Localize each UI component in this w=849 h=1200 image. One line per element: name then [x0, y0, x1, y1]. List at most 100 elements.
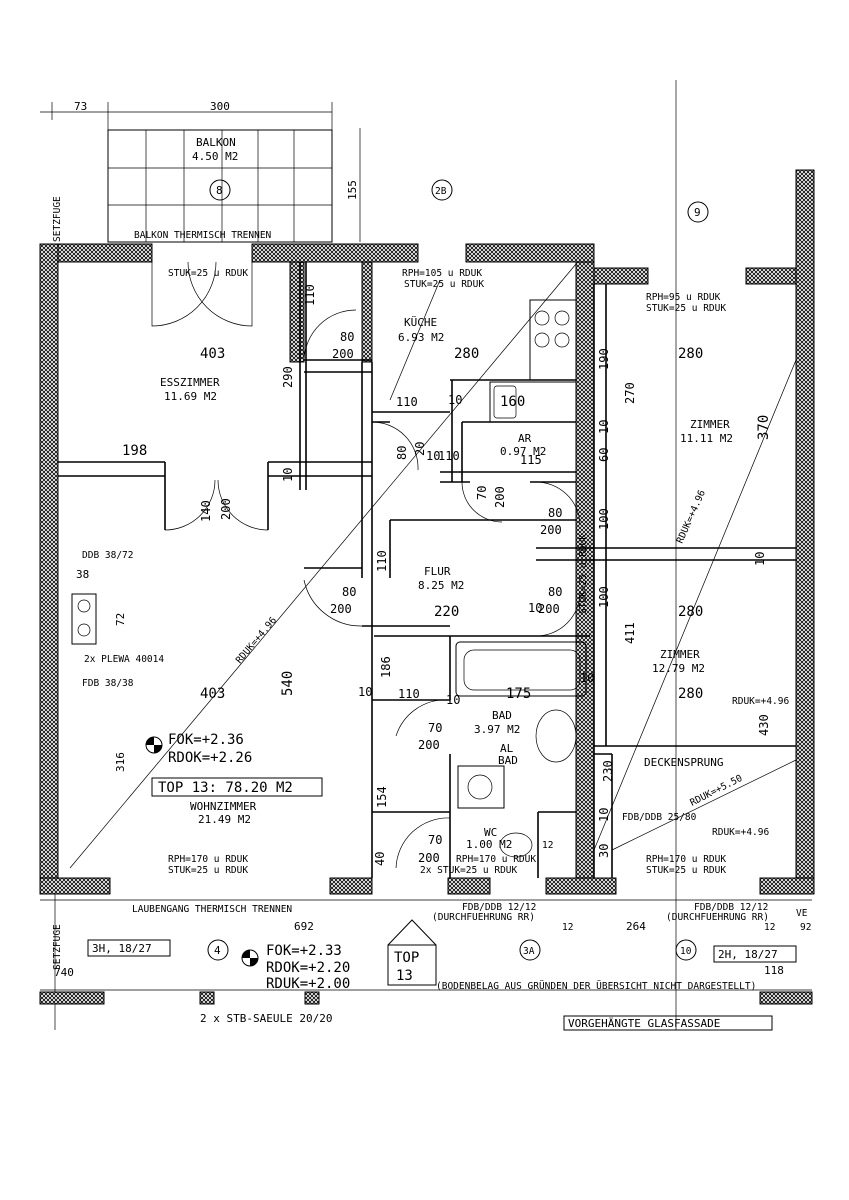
wohnzimmer-area: 21.49 M2	[198, 813, 251, 826]
kitchen-counter	[489, 299, 577, 423]
dim-280z1: 280	[678, 346, 703, 362]
bottom-lines	[39, 80, 813, 1030]
dim-200e: 200	[538, 602, 560, 616]
dim-190: 190	[597, 348, 611, 370]
dim-80a: 80	[340, 330, 354, 344]
note-setzfuge: SETZFUGE	[52, 196, 63, 242]
dim-10g: 10	[597, 420, 611, 434]
outer-rduk: RDUK=+2.00	[266, 976, 350, 992]
top-box-line2: 13	[396, 968, 413, 984]
top-box-line1: TOP	[394, 950, 419, 966]
note-rduk-diag1: RDUK=+4.96	[234, 615, 279, 666]
bathroom-fixtures	[455, 641, 587, 858]
note-rduk-r2: RDUK=+4.96	[712, 827, 769, 838]
ar-name: AR	[518, 432, 532, 445]
dim-370: 370	[756, 415, 772, 440]
dim-316: 316	[114, 752, 127, 772]
room-labels: BALKON 4.50 M2 BALKON THERMISCH TRENNEN …	[134, 136, 733, 851]
bad-area: 3.97 M2	[474, 723, 520, 736]
dim-200g: 200	[418, 738, 440, 752]
kueche-name: KÜCHE	[404, 316, 437, 329]
dim-430: 430	[757, 714, 771, 736]
zimmer1-name: ZIMMER	[690, 418, 730, 431]
level-markers	[145, 736, 259, 967]
dim-280z2: 280	[678, 604, 703, 620]
dim-40: 40	[373, 852, 387, 866]
balkon-name: BALKON	[196, 136, 236, 149]
dim-200h: 200	[418, 851, 440, 865]
note-plewa: 2x PLEWA 40014	[84, 654, 164, 665]
dim-60: 60	[597, 448, 611, 462]
dim-10j: 10	[580, 671, 594, 685]
dim-10e: 10	[358, 685, 372, 699]
note-fdb-ddb3: FDB/DDB 12/12	[694, 902, 768, 913]
dim-10i: 10	[753, 552, 767, 566]
stair-right-box	[713, 945, 797, 963]
bad-al: AL	[500, 742, 514, 755]
dim-110e: 110	[398, 687, 420, 701]
axis-9: 9	[694, 206, 701, 219]
top-dimension-line	[40, 102, 361, 242]
ar-area: 0.97 M2	[500, 445, 546, 458]
note-glas: VORGEHÄNGTE GLASFASSADE	[568, 1017, 720, 1030]
note-rph170b: RPH=170 u RDUK	[456, 854, 536, 865]
dim-740: 740	[54, 966, 74, 979]
doors	[151, 261, 581, 869]
dim-118: 118	[764, 964, 784, 977]
top-area-box	[151, 777, 323, 797]
axis-3a: 3A	[523, 946, 535, 957]
dim-540: 540	[280, 671, 296, 696]
inner-fok: FOK=+2.36	[168, 732, 244, 748]
axis-labels: 8 2B 9 4 3A 10	[214, 184, 701, 957]
dim-692: 692	[294, 920, 314, 933]
walls	[39, 169, 815, 895]
note-ddb: DDB 38/72	[82, 550, 133, 561]
flur-area: 8.25 M2	[418, 579, 464, 592]
note-stuk-c: STUK=25 u RDUK	[646, 865, 726, 876]
dim-200b: 200	[493, 486, 507, 508]
dim-280k: 280	[454, 346, 479, 362]
note-stuk-top: STUK=25 u RDUK	[168, 268, 248, 279]
top-number-roof	[387, 919, 437, 946]
axis-markers	[207, 179, 709, 961]
note-ve: VE	[796, 908, 808, 919]
note-laubengang: LAUBENGANG THERMISCH TRENNEN	[132, 904, 292, 915]
note-setzfuge2: SETZFUGE	[52, 924, 63, 970]
note-fdb: FDB 38/38	[82, 678, 134, 689]
axis-8: 8	[216, 184, 223, 197]
dimension-labels: 73 300 155 403 403 198 110 80 200 280 29…	[54, 100, 784, 979]
note-bodenbelag: (BODENBELAG AUS GRÜNDEN DER ÜBERSICHT NI…	[436, 981, 756, 992]
note-stuk-flur: STUK=25 u RDUK	[578, 534, 589, 614]
kueche-area: 6.93 M2	[398, 331, 444, 344]
note-rduk-diag2: RDUK=+4.96	[675, 488, 708, 545]
dim-73: 73	[74, 100, 87, 113]
dim-115: 115	[520, 453, 542, 467]
note-92: 92	[800, 922, 811, 933]
dim-200f: 200	[219, 498, 233, 520]
dim-290: 290	[281, 366, 295, 388]
dim-200a: 200	[332, 347, 354, 361]
flur-name: FLUR	[424, 565, 451, 578]
dim-80c: 80	[548, 506, 562, 520]
note-rduk-r: RDUK=+4.96	[732, 696, 789, 707]
balcony	[107, 129, 333, 243]
glass-facade-box	[563, 1015, 773, 1031]
inner-rdok: RDOK=+2.26	[168, 750, 252, 766]
note-stuk-a: STUK=25 u RDUK	[168, 865, 248, 876]
note-fdb-ddb2: FDB/DDB 12/12	[462, 902, 536, 913]
dim-140: 140	[199, 500, 213, 522]
note-rph170a: RPH=170 u RDUK	[168, 854, 248, 865]
dim-70a: 70	[475, 486, 489, 500]
dim-110d: 110	[375, 550, 389, 572]
note-stuk-k: STUK=25 u RDUK	[404, 279, 484, 290]
note-deckensprung: DECKENSPRUNG	[644, 756, 723, 769]
note-rph170c: RPH=170 u RDUK	[646, 854, 726, 865]
dim-411: 411	[623, 622, 637, 644]
bad-name: BAD	[492, 709, 512, 722]
dim-10b: 10	[426, 449, 440, 463]
dim-80d: 80	[342, 585, 356, 599]
interior-partitions	[58, 262, 796, 878]
note-12c: 12	[542, 840, 553, 851]
dim-200c: 200	[540, 523, 562, 537]
